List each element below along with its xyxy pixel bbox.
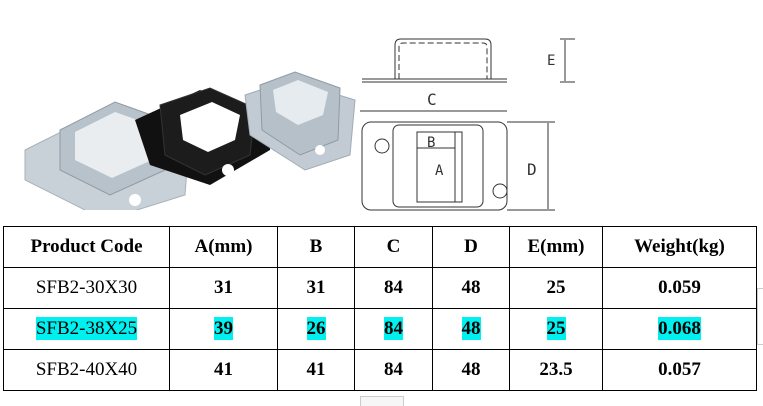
table-header-row: Product Code A(mm) B C D E(mm) Weight(kg… — [3, 226, 757, 268]
cell-a: 31 — [169, 267, 278, 309]
cell-product-code: SFB2-38X25 — [35, 317, 138, 340]
dim-label-a: A — [435, 163, 444, 179]
cell-b: 41 — [277, 349, 355, 391]
cell-d: 48 — [432, 267, 510, 309]
dim-label-d: D — [527, 160, 537, 179]
table-row: SFB2-40X40 41 41 84 48 23.5 0.057 — [3, 349, 757, 391]
cell-b: 26 — [306, 317, 326, 340]
header-a: A(mm) — [169, 226, 278, 268]
cell-c: 84 — [354, 267, 433, 309]
product-photo — [24, 71, 356, 210]
cell-weight: 0.057 — [602, 349, 757, 391]
header-d: D — [432, 226, 510, 268]
technical-drawing: E C B A D — [360, 38, 575, 211]
table-row-highlighted: SFB2-38X25 39 26 84 48 25 0.068 — [3, 308, 757, 350]
cell-e: 23.5 — [509, 349, 603, 391]
cell-a: 39 — [214, 317, 233, 340]
table-row: SFB2-30X30 31 31 84 48 25 0.059 — [3, 267, 757, 309]
cell-product-code: SFB2-40X40 — [3, 349, 170, 391]
side-view-drawing: E — [362, 38, 575, 83]
dim-label-c: C — [427, 90, 437, 109]
cell-d: 48 — [461, 317, 481, 340]
header-c: C — [354, 226, 433, 268]
dim-label-e: E — [547, 53, 555, 69]
cell-b: 31 — [277, 267, 355, 309]
cell-a: 41 — [169, 349, 278, 391]
silver-bracket-right-image — [244, 71, 356, 171]
black-bracket-image — [135, 87, 270, 185]
cell-e: 25 — [546, 317, 566, 340]
header-e: E(mm) — [509, 226, 603, 268]
dim-label-b: B — [427, 135, 435, 151]
cell-d: 48 — [432, 349, 510, 391]
cell-weight: 0.059 — [602, 267, 757, 309]
cell-e: 25 — [509, 267, 603, 309]
scroll-handle — [360, 396, 404, 406]
spec-table: Product Code A(mm) B C D E(mm) Weight(kg… — [3, 226, 757, 391]
top-view-drawing: C B A D — [360, 90, 555, 211]
header-product-code: Product Code — [3, 226, 170, 268]
cell-product-code: SFB2-30X30 — [3, 267, 170, 309]
header-weight: Weight(kg) — [602, 226, 757, 268]
cell-c: 84 — [354, 349, 433, 391]
cell-c: 84 — [384, 317, 403, 340]
edge-artifact — [757, 288, 763, 345]
cell-weight: 0.068 — [658, 317, 701, 340]
header-b: B — [277, 226, 355, 268]
